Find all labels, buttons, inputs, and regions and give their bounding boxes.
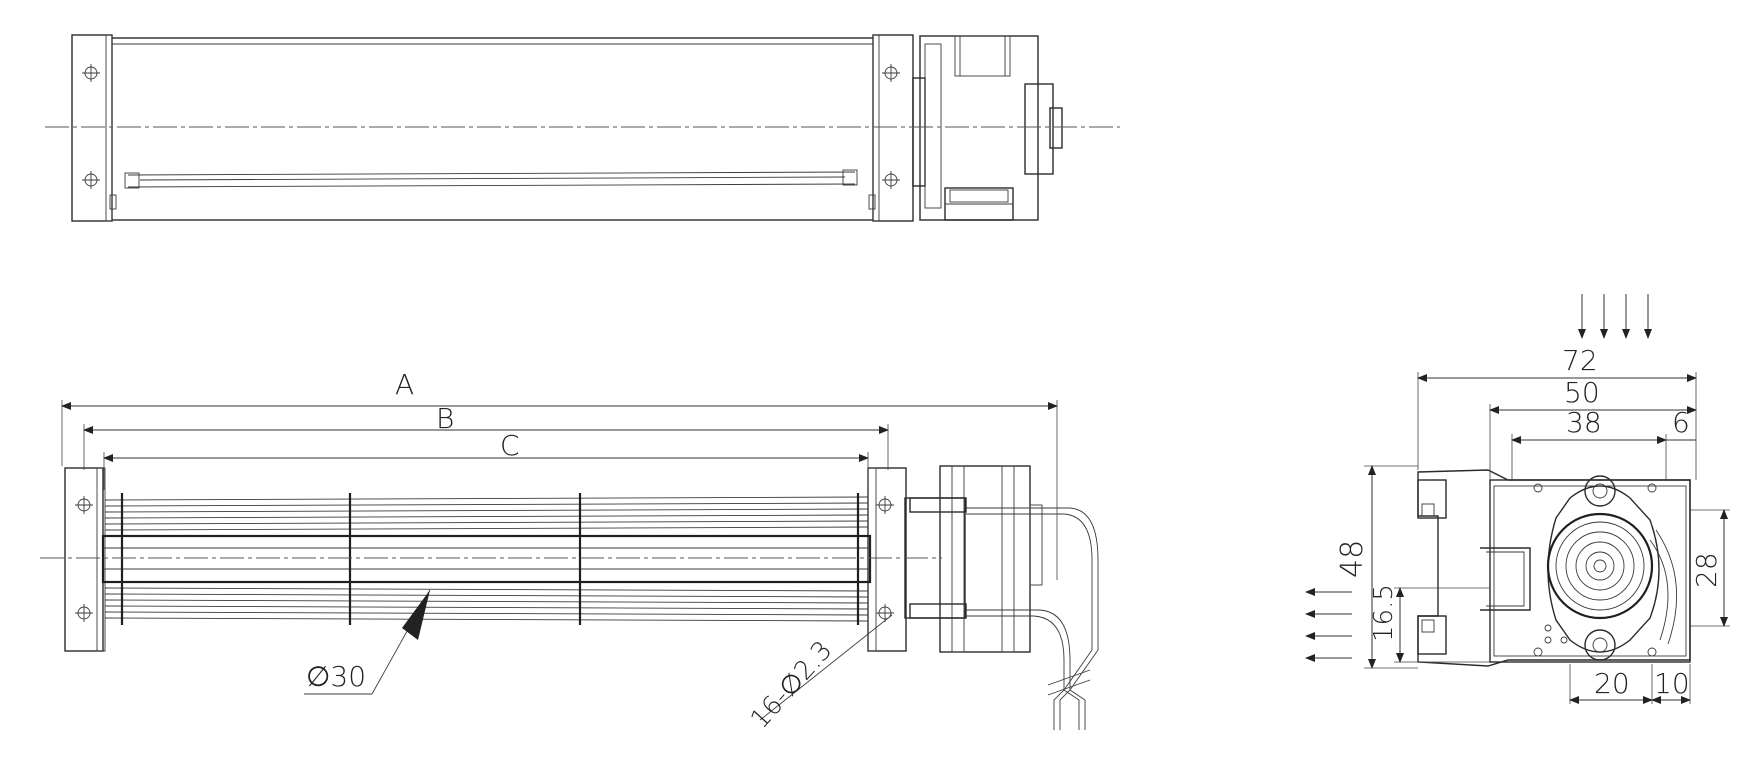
width-6-label: 6 (1672, 406, 1690, 439)
mounting-holes-label: 16-∅2.3 (745, 635, 839, 734)
height-48-label: 48 (1335, 540, 1370, 578)
width-50-label: 50 (1564, 376, 1600, 409)
crosshair-icon (882, 171, 900, 189)
front-view: A B C ∅30 16-∅2.3 (40, 368, 1099, 735)
airflow-out-arrows (1305, 588, 1352, 662)
crosshair-icon (75, 604, 93, 622)
crosshair-icon (876, 496, 894, 514)
width-38-label: 38 (1566, 406, 1602, 439)
dimension-c-label: C (500, 429, 520, 462)
width-20-label: 20 (1594, 667, 1630, 700)
crosshair-icon (82, 171, 100, 189)
top-view (45, 34, 1120, 222)
impeller-diameter-label: ∅30 (306, 660, 366, 693)
dimension-a-label: A (395, 368, 414, 401)
crosshair-icon (882, 64, 900, 82)
width-72-label: 72 (1562, 344, 1598, 377)
crosshair-icon (75, 496, 93, 514)
crosshair-icon (82, 64, 100, 82)
impeller (101, 493, 872, 625)
height-28-label: 28 (1690, 552, 1723, 588)
side-view: 72 50 38 6 48 16.5 28 20 1 (1305, 294, 1730, 704)
airflow-in-arrows (1578, 294, 1652, 339)
crosshair-icon (876, 604, 894, 622)
dimension-b-label: B (436, 402, 454, 435)
width-10-label: 10 (1654, 667, 1690, 700)
height-16-5-label: 16.5 (1369, 584, 1399, 642)
